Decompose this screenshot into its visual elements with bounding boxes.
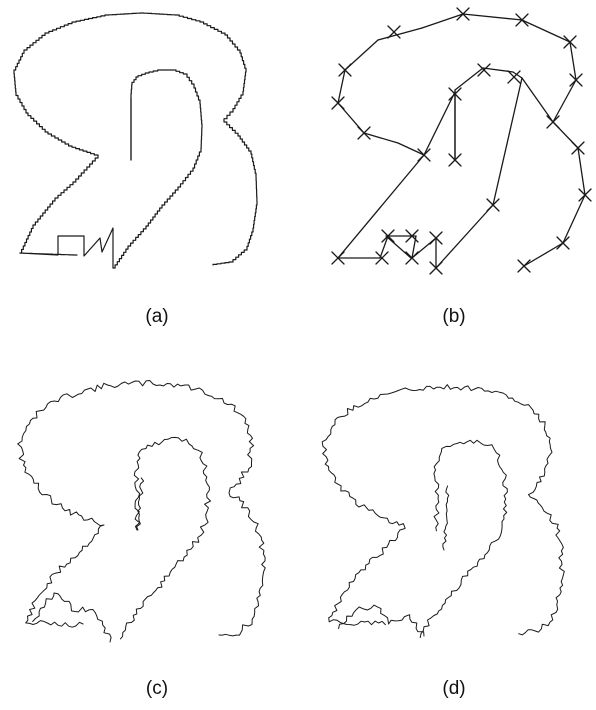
panel-d: (d) <box>298 360 596 710</box>
vertex-marker <box>507 70 521 84</box>
caption-b: (b) <box>442 306 466 327</box>
vertex-marker <box>556 236 570 250</box>
vertex-marker <box>578 188 592 202</box>
polygon-edge <box>492 77 523 206</box>
polygon-edge <box>462 13 523 21</box>
panel-a: (a) <box>0 0 298 340</box>
vertex-marker <box>546 115 560 129</box>
vertex-marker <box>381 229 395 243</box>
polygon-edge <box>379 235 389 259</box>
inner-stroke-d <box>442 485 450 551</box>
polygon-edge <box>421 13 464 29</box>
vertex-marker <box>375 251 389 265</box>
polygon-edge <box>363 132 399 144</box>
panel-d-drawing <box>321 384 565 639</box>
polygon-edges-b <box>337 13 586 269</box>
vertex-marker <box>405 229 419 243</box>
polygon-edge <box>521 77 554 123</box>
vertex-marker <box>515 13 529 27</box>
caption-a: (a) <box>145 306 169 327</box>
polygon-edge <box>454 67 484 91</box>
vertex-marker <box>429 231 443 245</box>
vertex-marker <box>563 35 577 49</box>
vertex-marker <box>357 126 371 140</box>
outer-contour-d <box>321 384 565 637</box>
polygon-edge <box>377 27 423 41</box>
polygon-edge <box>423 91 456 156</box>
inner-contour-a <box>112 69 203 269</box>
vertex-marker <box>387 25 401 39</box>
panel-c: (c) <box>0 360 298 710</box>
panel-b: (b) <box>298 0 596 340</box>
polygon-edge <box>562 194 586 244</box>
vertex-marker <box>448 153 462 167</box>
inner-contour-c <box>119 436 211 640</box>
polygon-edge <box>577 147 586 196</box>
caption-c: (c) <box>145 678 169 699</box>
inner-stroke-c <box>136 477 145 531</box>
vertex-marker <box>331 96 345 110</box>
vertex-marker <box>338 63 352 77</box>
polygon-edge <box>512 71 523 79</box>
vertex-marker <box>486 198 500 212</box>
panel-a-drawing <box>13 12 258 269</box>
vertex-marker <box>571 141 585 155</box>
vertex-marker <box>448 87 462 101</box>
polygon-edge <box>569 41 577 81</box>
polygon-edge <box>552 79 577 123</box>
vertex-marker <box>405 251 419 265</box>
panel-b-drawing <box>331 7 592 275</box>
polygon-edge <box>385 235 412 259</box>
polygon-edge <box>521 19 571 43</box>
inner-contour-d <box>419 439 508 639</box>
polygon-edge <box>397 142 425 156</box>
vertex-marker <box>517 259 531 273</box>
vertex-marker <box>477 63 491 77</box>
caption-d: (d) <box>442 678 466 699</box>
polygon-edge <box>337 69 346 104</box>
panel-c-drawing <box>17 380 266 643</box>
vertex-markers-b <box>331 7 592 275</box>
vertex-marker <box>429 261 443 275</box>
polygon-edge <box>337 154 425 259</box>
vertex-marker <box>569 73 583 87</box>
vertex-marker <box>417 148 431 162</box>
vertex-marker <box>331 251 345 265</box>
vertex-marker <box>456 7 470 21</box>
polygon-edge <box>435 204 494 269</box>
polygon-edge <box>523 242 564 267</box>
outer-contour-a <box>13 12 258 269</box>
outer-contour-c <box>17 380 266 643</box>
